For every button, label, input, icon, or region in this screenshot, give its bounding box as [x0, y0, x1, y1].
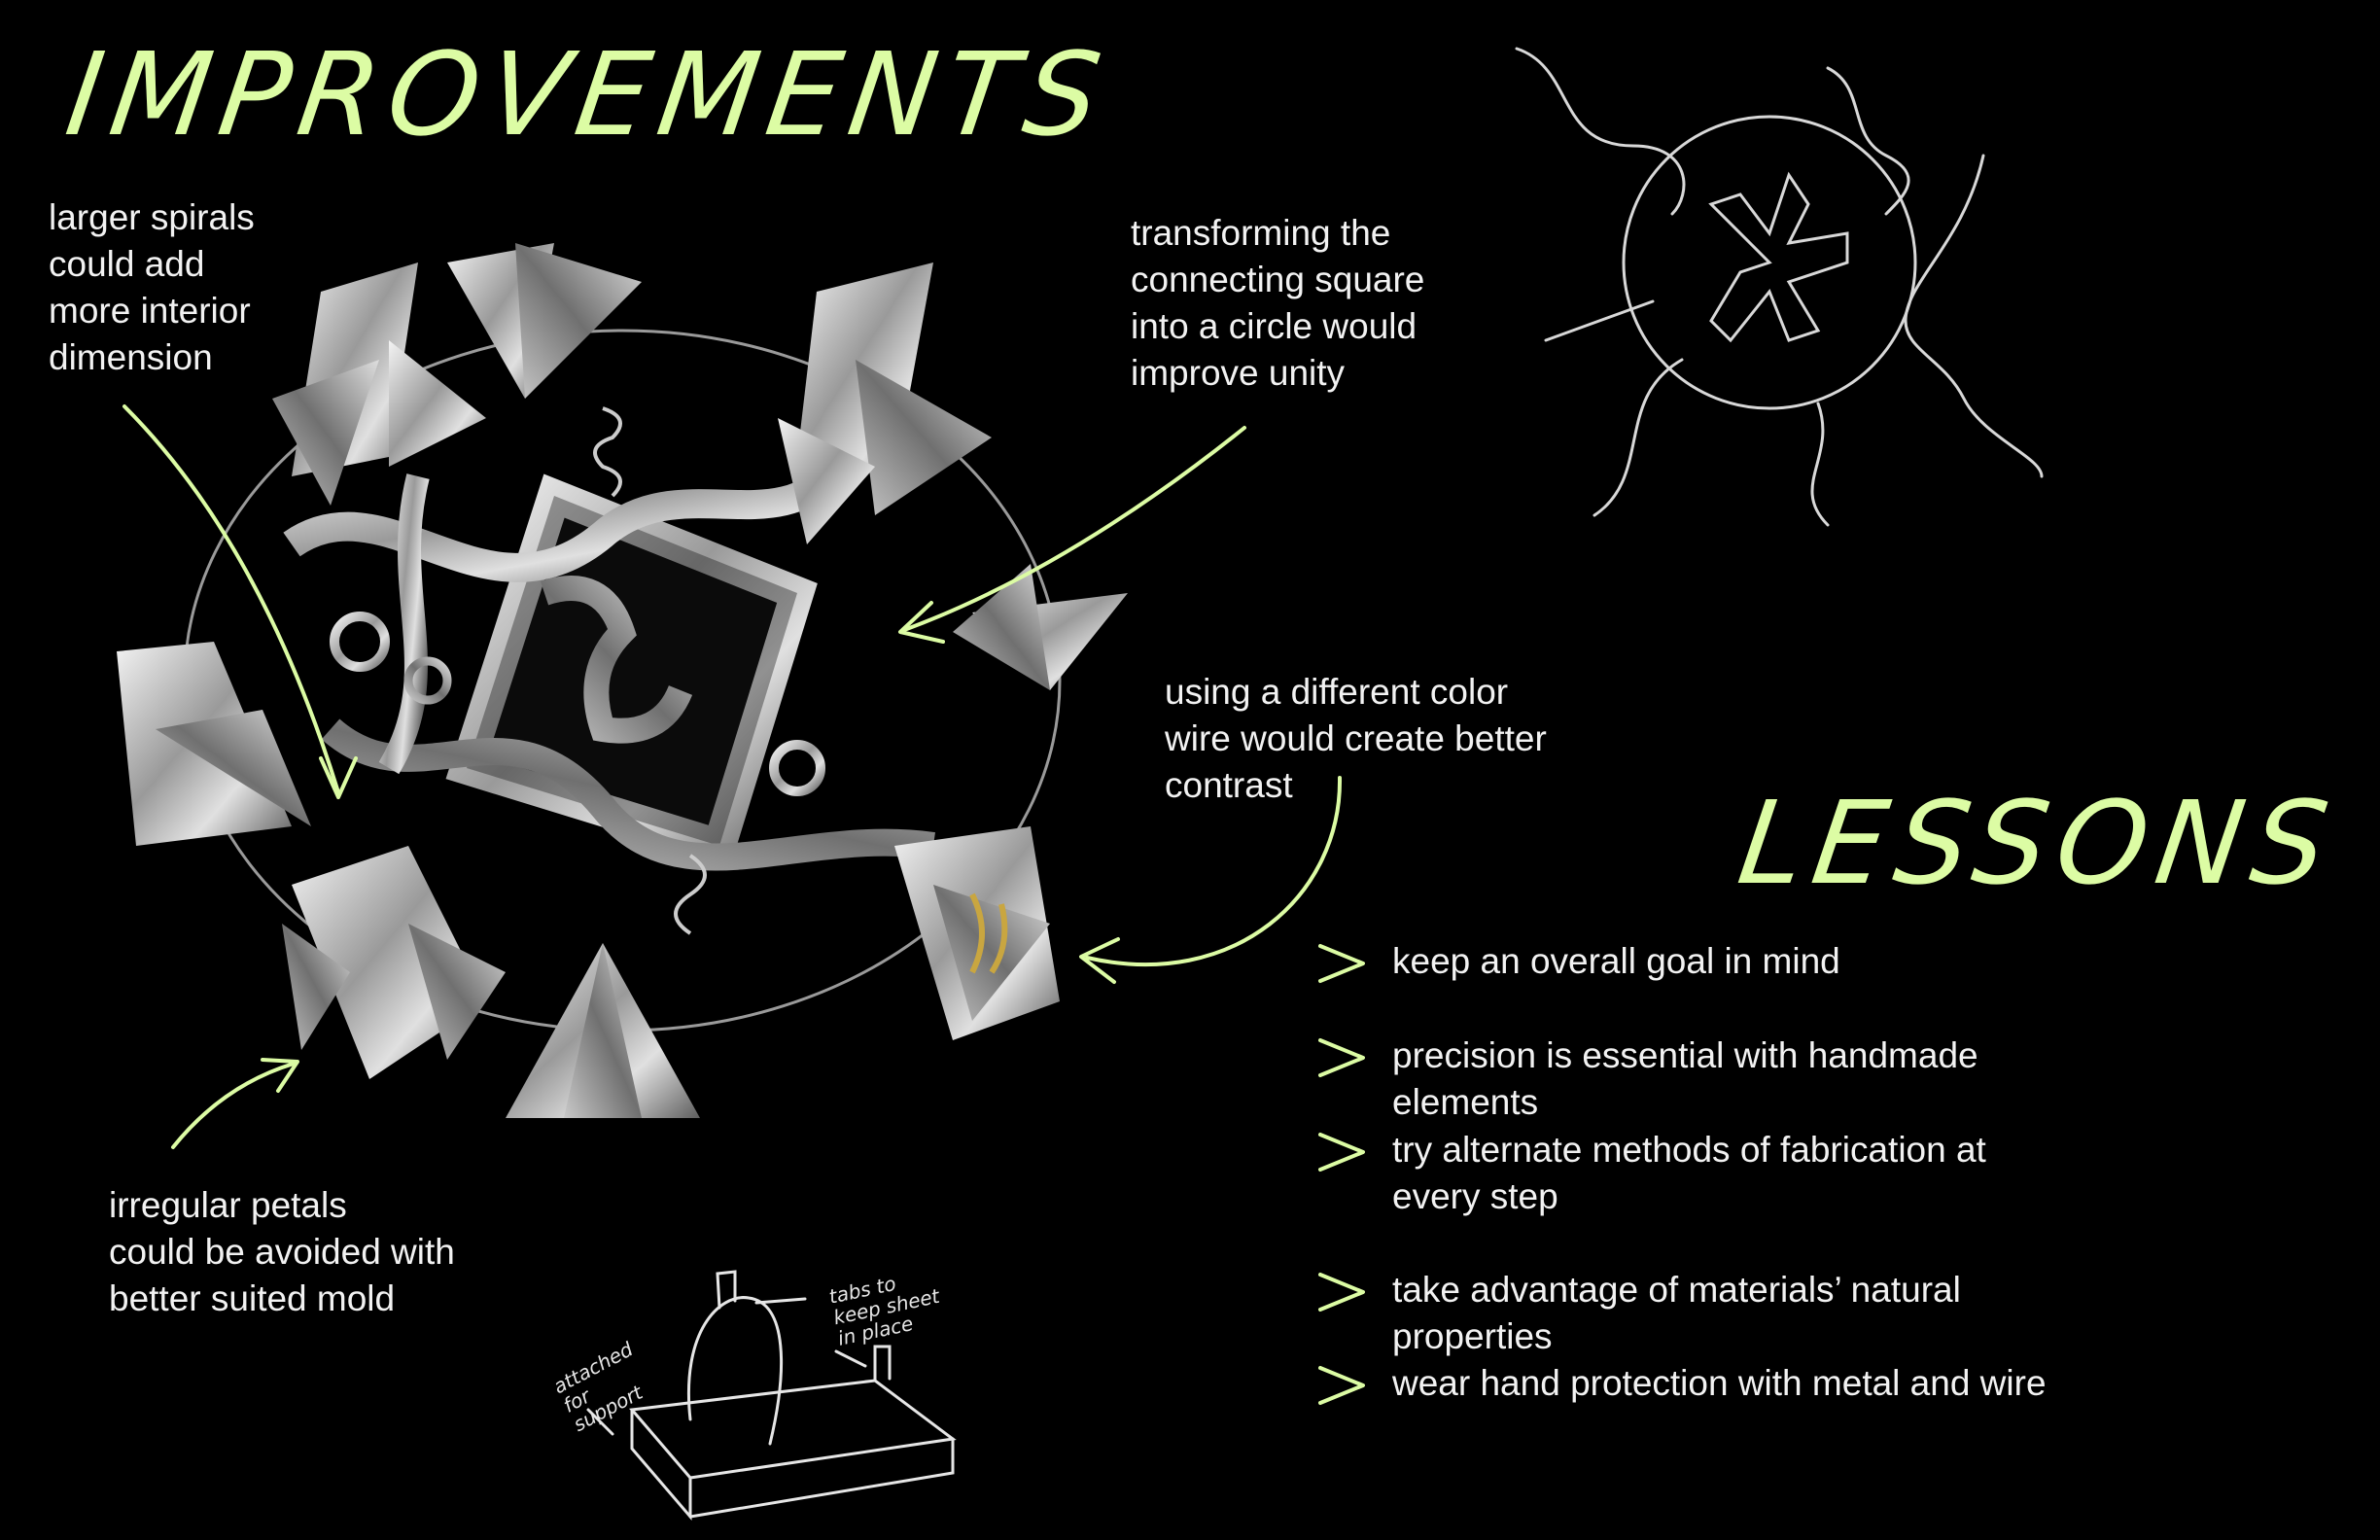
note-larger-spirals: larger spirals could add more interior d…	[49, 197, 255, 377]
wire-circle-sketch	[1515, 47, 2044, 527]
lesson-item: wear hand protection with metal and wire	[1312, 1360, 2112, 1407]
arrow-wire	[1085, 776, 1343, 967]
lily-right	[953, 564, 1128, 690]
lesson-text: wear hand protection with metal and wire	[1392, 1363, 2047, 1403]
arrow-square	[902, 426, 1246, 632]
lesson-item: try alternate methods of fabrication at …	[1312, 1127, 2073, 1220]
arrow-petals	[171, 1062, 296, 1149]
lily-bottom-right	[894, 826, 1060, 1040]
lesson-text: precision is essential with handmade ele…	[1392, 1035, 1978, 1122]
lily-top-left	[272, 262, 486, 506]
lily-bottom-center	[506, 943, 700, 1118]
lesson-text: take advantage of materials’ natural pro…	[1392, 1270, 1961, 1356]
note-connecting-square: transforming the connecting square into …	[1131, 213, 1425, 393]
sculpture-photo	[117, 243, 1128, 1118]
chevron-right-icon	[1318, 1038, 1365, 1077]
chevron-right-icon	[1318, 1366, 1365, 1405]
chevron-right-icon	[1318, 1133, 1365, 1172]
note-irregular-petals: irregular petals could be avoided with b…	[109, 1185, 455, 1318]
chevron-right-icon	[1318, 1273, 1365, 1312]
lily-top-right	[778, 262, 992, 544]
lesson-item: take advantage of materials’ natural pro…	[1312, 1267, 2112, 1360]
mold-sketch	[586, 1270, 957, 1522]
lily-left	[117, 642, 311, 846]
lesson-text: try alternate methods of fabrication at …	[1392, 1130, 1986, 1216]
note-wire-color: using a different color wire would creat…	[1165, 672, 1547, 805]
lesson-item: precision is essential with handmade ele…	[1312, 1032, 2112, 1126]
lily-top-center	[447, 243, 642, 399]
arrow-spirals	[122, 404, 340, 794]
lesson-item: keep an overall goal in mind	[1312, 938, 2112, 985]
lily-bottom-left	[282, 846, 506, 1079]
chevron-right-icon	[1318, 944, 1365, 983]
lesson-text: keep an overall goal in mind	[1392, 941, 1840, 981]
